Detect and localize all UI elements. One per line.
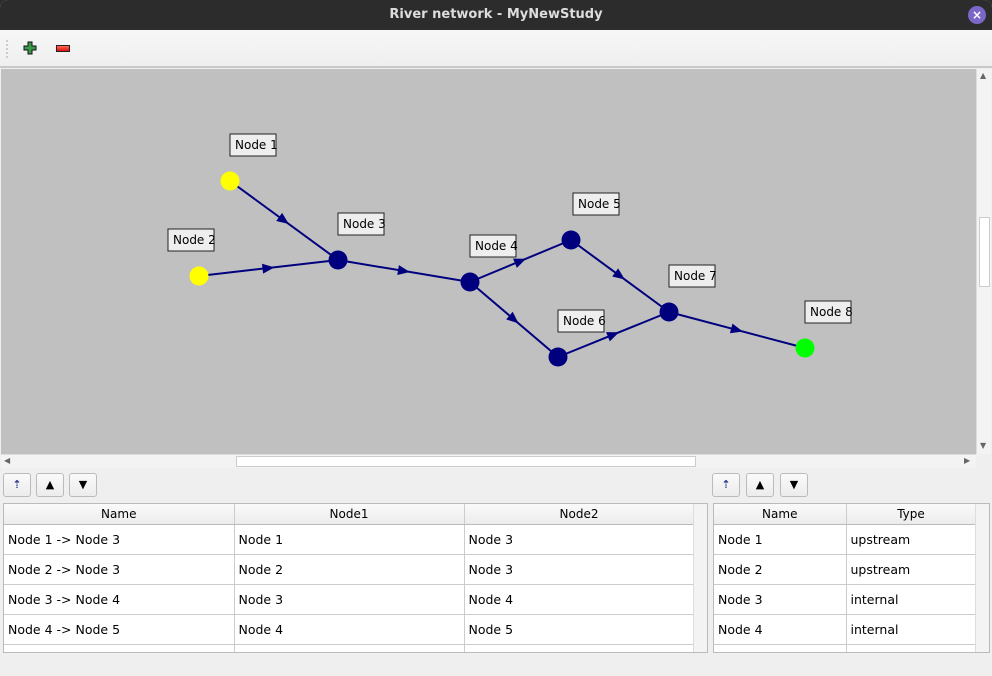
table-cell[interactable]: upstream (846, 554, 977, 585)
arrow-up-icon: ▲ (45, 478, 55, 491)
node-marker[interactable] (561, 230, 581, 250)
node-label: Node 5 (578, 197, 621, 211)
table-cell[interactable]: Node 2 (234, 554, 465, 585)
title-bar: River network - MyNewStudy × (0, 0, 992, 30)
edge-arrow-icon (397, 265, 410, 275)
move-node-down-button[interactable]: ▼ (780, 473, 808, 497)
column-header[interactable]: Node1 (234, 504, 465, 525)
table-cell[interactable]: Node 1 (714, 524, 847, 555)
table-cell[interactable]: Node 3 (234, 584, 465, 615)
node-label-box (229, 133, 277, 157)
node-marker[interactable] (548, 347, 568, 367)
table-row[interactable] (714, 644, 977, 652)
plus-icon (23, 41, 37, 55)
node-marker[interactable] (220, 171, 240, 191)
edge-arrow-icon (261, 263, 275, 274)
node-label-box (469, 234, 517, 258)
toolbar (0, 30, 992, 68)
canvas-horizontal-scrollbar[interactable]: ◀▶ (1, 454, 976, 468)
node-label-box (557, 309, 605, 333)
node-label: Node 3 (343, 217, 386, 231)
column-header[interactable]: Name (714, 504, 847, 525)
scroll-thumb[interactable] (979, 217, 990, 287)
window-title: River network - MyNewStudy (389, 7, 603, 22)
scroll-thumb[interactable] (236, 456, 696, 467)
column-header[interactable]: Type (846, 504, 977, 525)
node-marker[interactable] (328, 250, 348, 270)
table-cell[interactable]: Node 3 (464, 524, 695, 555)
node-label: Node 7 (674, 269, 717, 283)
sort-icon: ⇡ (721, 478, 731, 491)
toolbar-grip[interactable] (6, 40, 10, 58)
table-cell[interactable]: Node 2 -> Node 3 (4, 554, 235, 585)
table-row[interactable] (4, 644, 695, 652)
remove-node-button[interactable] (56, 45, 70, 52)
node-label: Node 2 (173, 233, 216, 247)
sort-nodes-button[interactable]: ⇡ (712, 473, 740, 497)
node-label: Node 8 (810, 305, 853, 319)
arrow-up-icon: ▲ (755, 478, 765, 491)
table-cell[interactable]: Node 4 (234, 614, 465, 645)
column-header[interactable]: Node2 (464, 504, 695, 525)
node-marker[interactable] (659, 302, 679, 322)
column-header[interactable]: Name (4, 504, 235, 525)
edge-arrow-icon (612, 268, 625, 280)
canvas-vertical-scrollbar[interactable]: ▲▼ (976, 69, 991, 454)
network-graph: Node 1 Node 2 Node 3 Node 4 Node 5 Node 6 Node… (167, 133, 853, 367)
node-marker[interactable] (795, 338, 815, 358)
arrow-down-icon: ▼ (789, 478, 799, 491)
edge-arrow-icon (276, 212, 289, 225)
edge-arrow-icon (506, 311, 519, 324)
table-cell[interactable]: Node 1 (234, 524, 465, 555)
move-edge-up-button[interactable]: ▲ (36, 473, 64, 497)
table-cell[interactable]: upstream (846, 524, 977, 555)
edge-arrow-icon (513, 258, 527, 268)
network-canvas[interactable]: Node 1 Node 2 Node 3 Node 4 Node 5 Node 6 Node… (1, 69, 976, 454)
nodes-table-scrollbar[interactable] (975, 504, 989, 652)
node-label-box (668, 264, 716, 288)
edge-arrow-icon (606, 332, 620, 342)
table-cell[interactable]: internal (846, 584, 977, 615)
table-cell[interactable]: Node 5 (464, 614, 695, 645)
table-cell[interactable]: Node 4 (714, 614, 847, 645)
node-label: Node 4 (475, 239, 518, 253)
table-cell[interactable]: Node 4 -> Node 5 (4, 614, 235, 645)
table-cell[interactable]: Node 2 (714, 554, 847, 585)
table-cell[interactable]: Node 3 -> Node 4 (4, 584, 235, 615)
table-cell[interactable]: Node 3 (464, 554, 695, 585)
node-marker[interactable] (189, 266, 209, 286)
node-label-box (804, 300, 852, 324)
edges-table-scrollbar[interactable] (693, 504, 707, 652)
move-edge-down-button[interactable]: ▼ (69, 473, 97, 497)
table-cell[interactable]: Node 4 (464, 584, 695, 615)
node-label-box (337, 212, 385, 236)
node-label: Node 1 (235, 138, 278, 152)
arrow-down-icon: ▼ (78, 478, 88, 491)
table-cell[interactable]: Node 1 -> Node 3 (4, 524, 235, 555)
table-cell[interactable]: internal (846, 614, 977, 645)
sort-icon: ⇡ (12, 478, 22, 491)
move-node-up-button[interactable]: ▲ (746, 473, 774, 497)
node-label: Node 6 (563, 314, 606, 328)
close-icon[interactable]: × (968, 6, 986, 24)
table-cell[interactable]: Node 3 (714, 584, 847, 615)
sort-edges-button[interactable]: ⇡ (3, 473, 31, 497)
edge-arrow-icon (729, 323, 743, 334)
node-marker[interactable] (460, 272, 480, 292)
node-label-box (167, 228, 215, 252)
add-node-button[interactable] (23, 41, 37, 55)
node-label-box (572, 192, 620, 216)
